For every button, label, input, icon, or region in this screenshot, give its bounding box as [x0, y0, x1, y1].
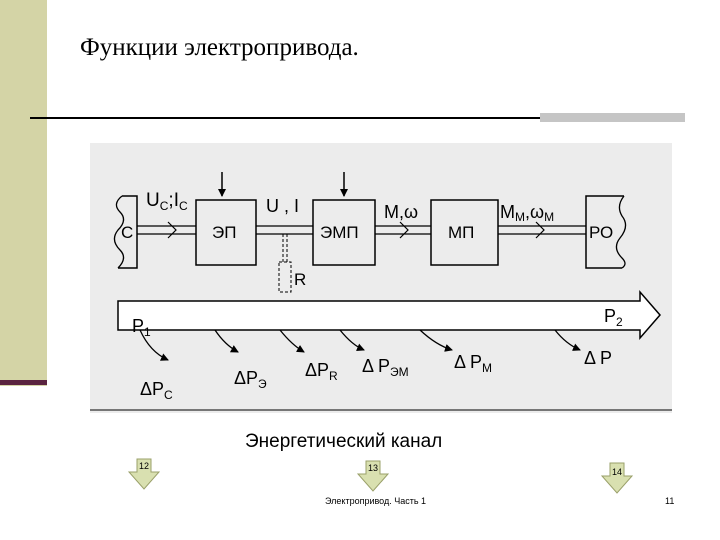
- loss-pc-label: ΔPC: [140, 379, 173, 402]
- block-source-label: С: [121, 223, 133, 242]
- block-converter: ЭП: [195, 199, 257, 266]
- energy-channel-arrow: [117, 289, 661, 341]
- nav-button-14-label: 14: [611, 467, 622, 477]
- block-working-body: РО: [585, 195, 627, 269]
- signal-uc-ic: UC;IC: [146, 190, 188, 213]
- block-emp-label: ЭМП: [320, 223, 359, 242]
- slide-title: Функции электропривода.: [80, 34, 359, 61]
- block-source: С: [113, 195, 138, 269]
- block-ro-label: РО: [589, 223, 613, 242]
- resistor-label: R: [294, 270, 306, 289]
- side-bar: [0, 0, 47, 386]
- down-arrow-icon: [128, 458, 160, 490]
- title-rule: [30, 117, 540, 119]
- page-number: 11: [665, 496, 675, 506]
- channel-p2-label: P2: [604, 306, 623, 329]
- resistor-branch: R: [278, 234, 306, 293]
- loss-p-label: Δ P: [584, 348, 612, 368]
- nav-button-12[interactable]: 12: [128, 458, 160, 490]
- signal-u-i: U , I: [266, 196, 299, 216]
- nav-button-14[interactable]: 14: [601, 462, 633, 494]
- nav-button-12-label: 12: [138, 461, 149, 471]
- signal-mm-omegam: MM,ωM: [500, 202, 554, 224]
- loss-pr-label: ΔPR: [305, 360, 338, 383]
- block-converter-label: ЭП: [212, 223, 236, 242]
- block-mp-label: МП: [448, 223, 474, 242]
- signal-m-omega: M,ω: [384, 202, 418, 222]
- block-electromechanical-converter: ЭМП: [312, 199, 376, 266]
- side-accent: [0, 380, 47, 385]
- nav-button-13[interactable]: 13: [357, 460, 389, 492]
- title-accent: [540, 113, 685, 122]
- loss-branches: [139, 329, 581, 361]
- loss-pm-label: Δ PМ: [454, 352, 492, 375]
- connection-lines: [137, 225, 586, 235]
- loss-pe-label: ΔPЭ: [234, 368, 267, 391]
- nav-button-13-label: 13: [367, 463, 378, 473]
- block-mechanical-transmission: МП: [430, 199, 499, 266]
- loss-pem-label: Δ PЭМ: [362, 356, 409, 379]
- diagram-background: [90, 143, 672, 413]
- flow-chevrons: [167, 221, 545, 239]
- diagram-caption: Энергетический канал: [245, 431, 443, 452]
- down-arrow-icon: [357, 460, 389, 492]
- slide-footer: Электропривод. Часть 1: [325, 496, 427, 506]
- down-arrow-icon: [601, 462, 633, 494]
